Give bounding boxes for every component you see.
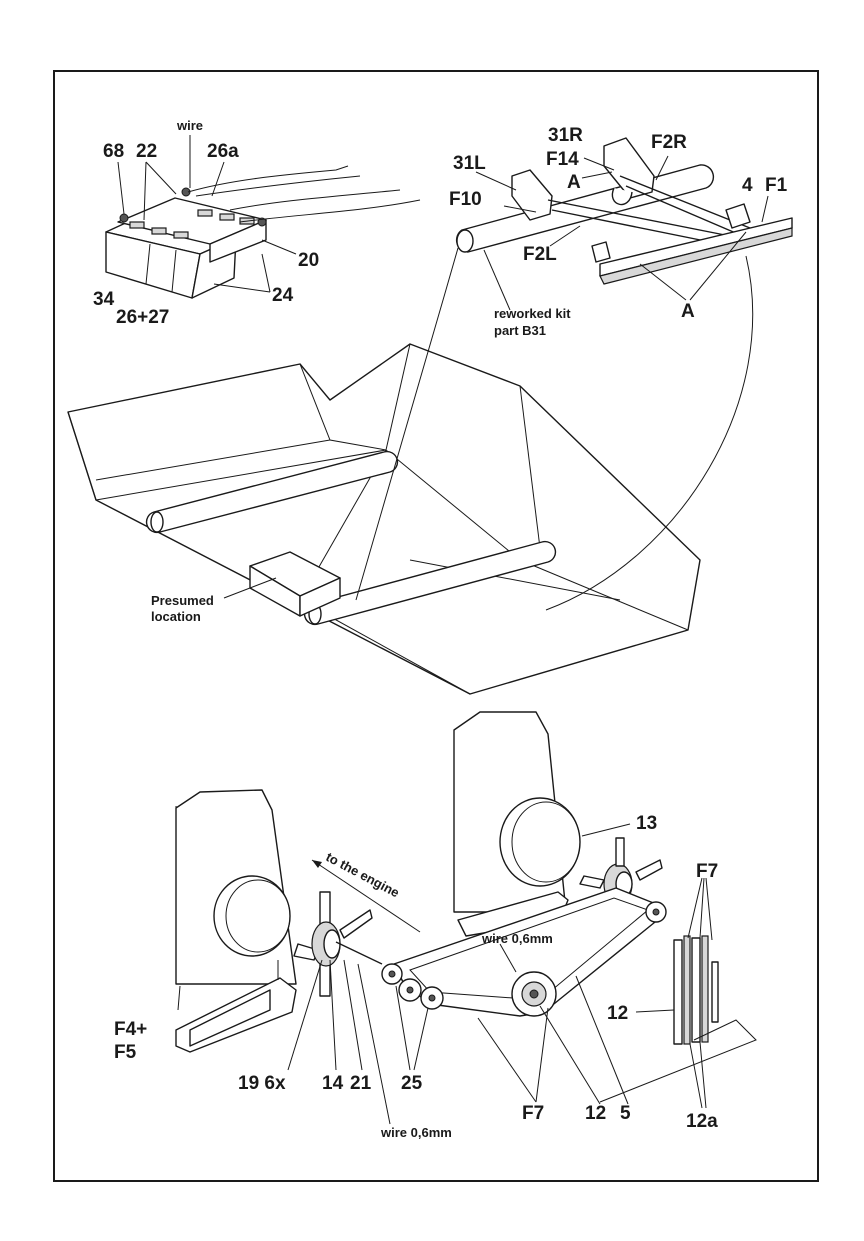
label-24: 24 xyxy=(272,285,294,306)
label-wire-06-top: wire 0,6mm xyxy=(482,931,553,946)
battery-assembly xyxy=(105,135,421,299)
label-20: 20 xyxy=(298,250,320,271)
label-F7-bottom: F7 xyxy=(522,1103,545,1124)
label-F7-top: F7 xyxy=(696,861,719,882)
label-5: 5 xyxy=(620,1103,631,1124)
label-12-right: 12 xyxy=(607,1003,629,1024)
label-F4: F4+ xyxy=(114,1019,148,1040)
label-wire-top: wire xyxy=(177,118,204,133)
label-location: location xyxy=(151,609,201,624)
label-F5: F5 xyxy=(114,1042,137,1063)
label-F14: F14 xyxy=(546,149,579,170)
cooler-plates xyxy=(599,877,757,1109)
label-F2L: F2L xyxy=(523,244,557,265)
label-26a: 26a xyxy=(207,141,239,162)
label-68: 68 xyxy=(103,141,125,162)
label-25: 25 xyxy=(401,1073,423,1094)
cross-shaft-assembly xyxy=(455,137,793,311)
label-wire-06-bottom: wire 0,6mm xyxy=(381,1125,452,1140)
label-F2R: F2R xyxy=(651,132,687,153)
label-21: 21 xyxy=(350,1073,372,1094)
drawing-frame xyxy=(53,70,819,1182)
label-presumed: Presumed xyxy=(151,593,214,608)
label-F1: F1 xyxy=(765,175,788,196)
label-reworked-kit: reworked kit xyxy=(494,306,571,321)
label-12a: 12a xyxy=(686,1111,718,1132)
label-12-bottom: 12 xyxy=(585,1103,607,1124)
label-31L: 31L xyxy=(453,153,486,174)
label-13: 13 xyxy=(636,813,658,834)
label-14: 14 xyxy=(322,1073,344,1094)
label-4: 4 xyxy=(742,175,753,196)
label-A-top: A xyxy=(567,172,581,193)
label-31R: 31R xyxy=(548,125,583,146)
label-A-bottom: A xyxy=(681,301,695,322)
label-22: 22 xyxy=(136,141,158,162)
label-26-27: 26+27 xyxy=(116,307,170,328)
label-19-6x: 19 6x xyxy=(238,1073,286,1094)
left-fan-assembly xyxy=(175,789,391,1125)
label-34: 34 xyxy=(93,289,115,310)
label-F10: F10 xyxy=(449,189,482,210)
label-part-b31: part B31 xyxy=(494,323,547,338)
belt-drive xyxy=(311,859,667,1105)
hull xyxy=(67,247,754,695)
